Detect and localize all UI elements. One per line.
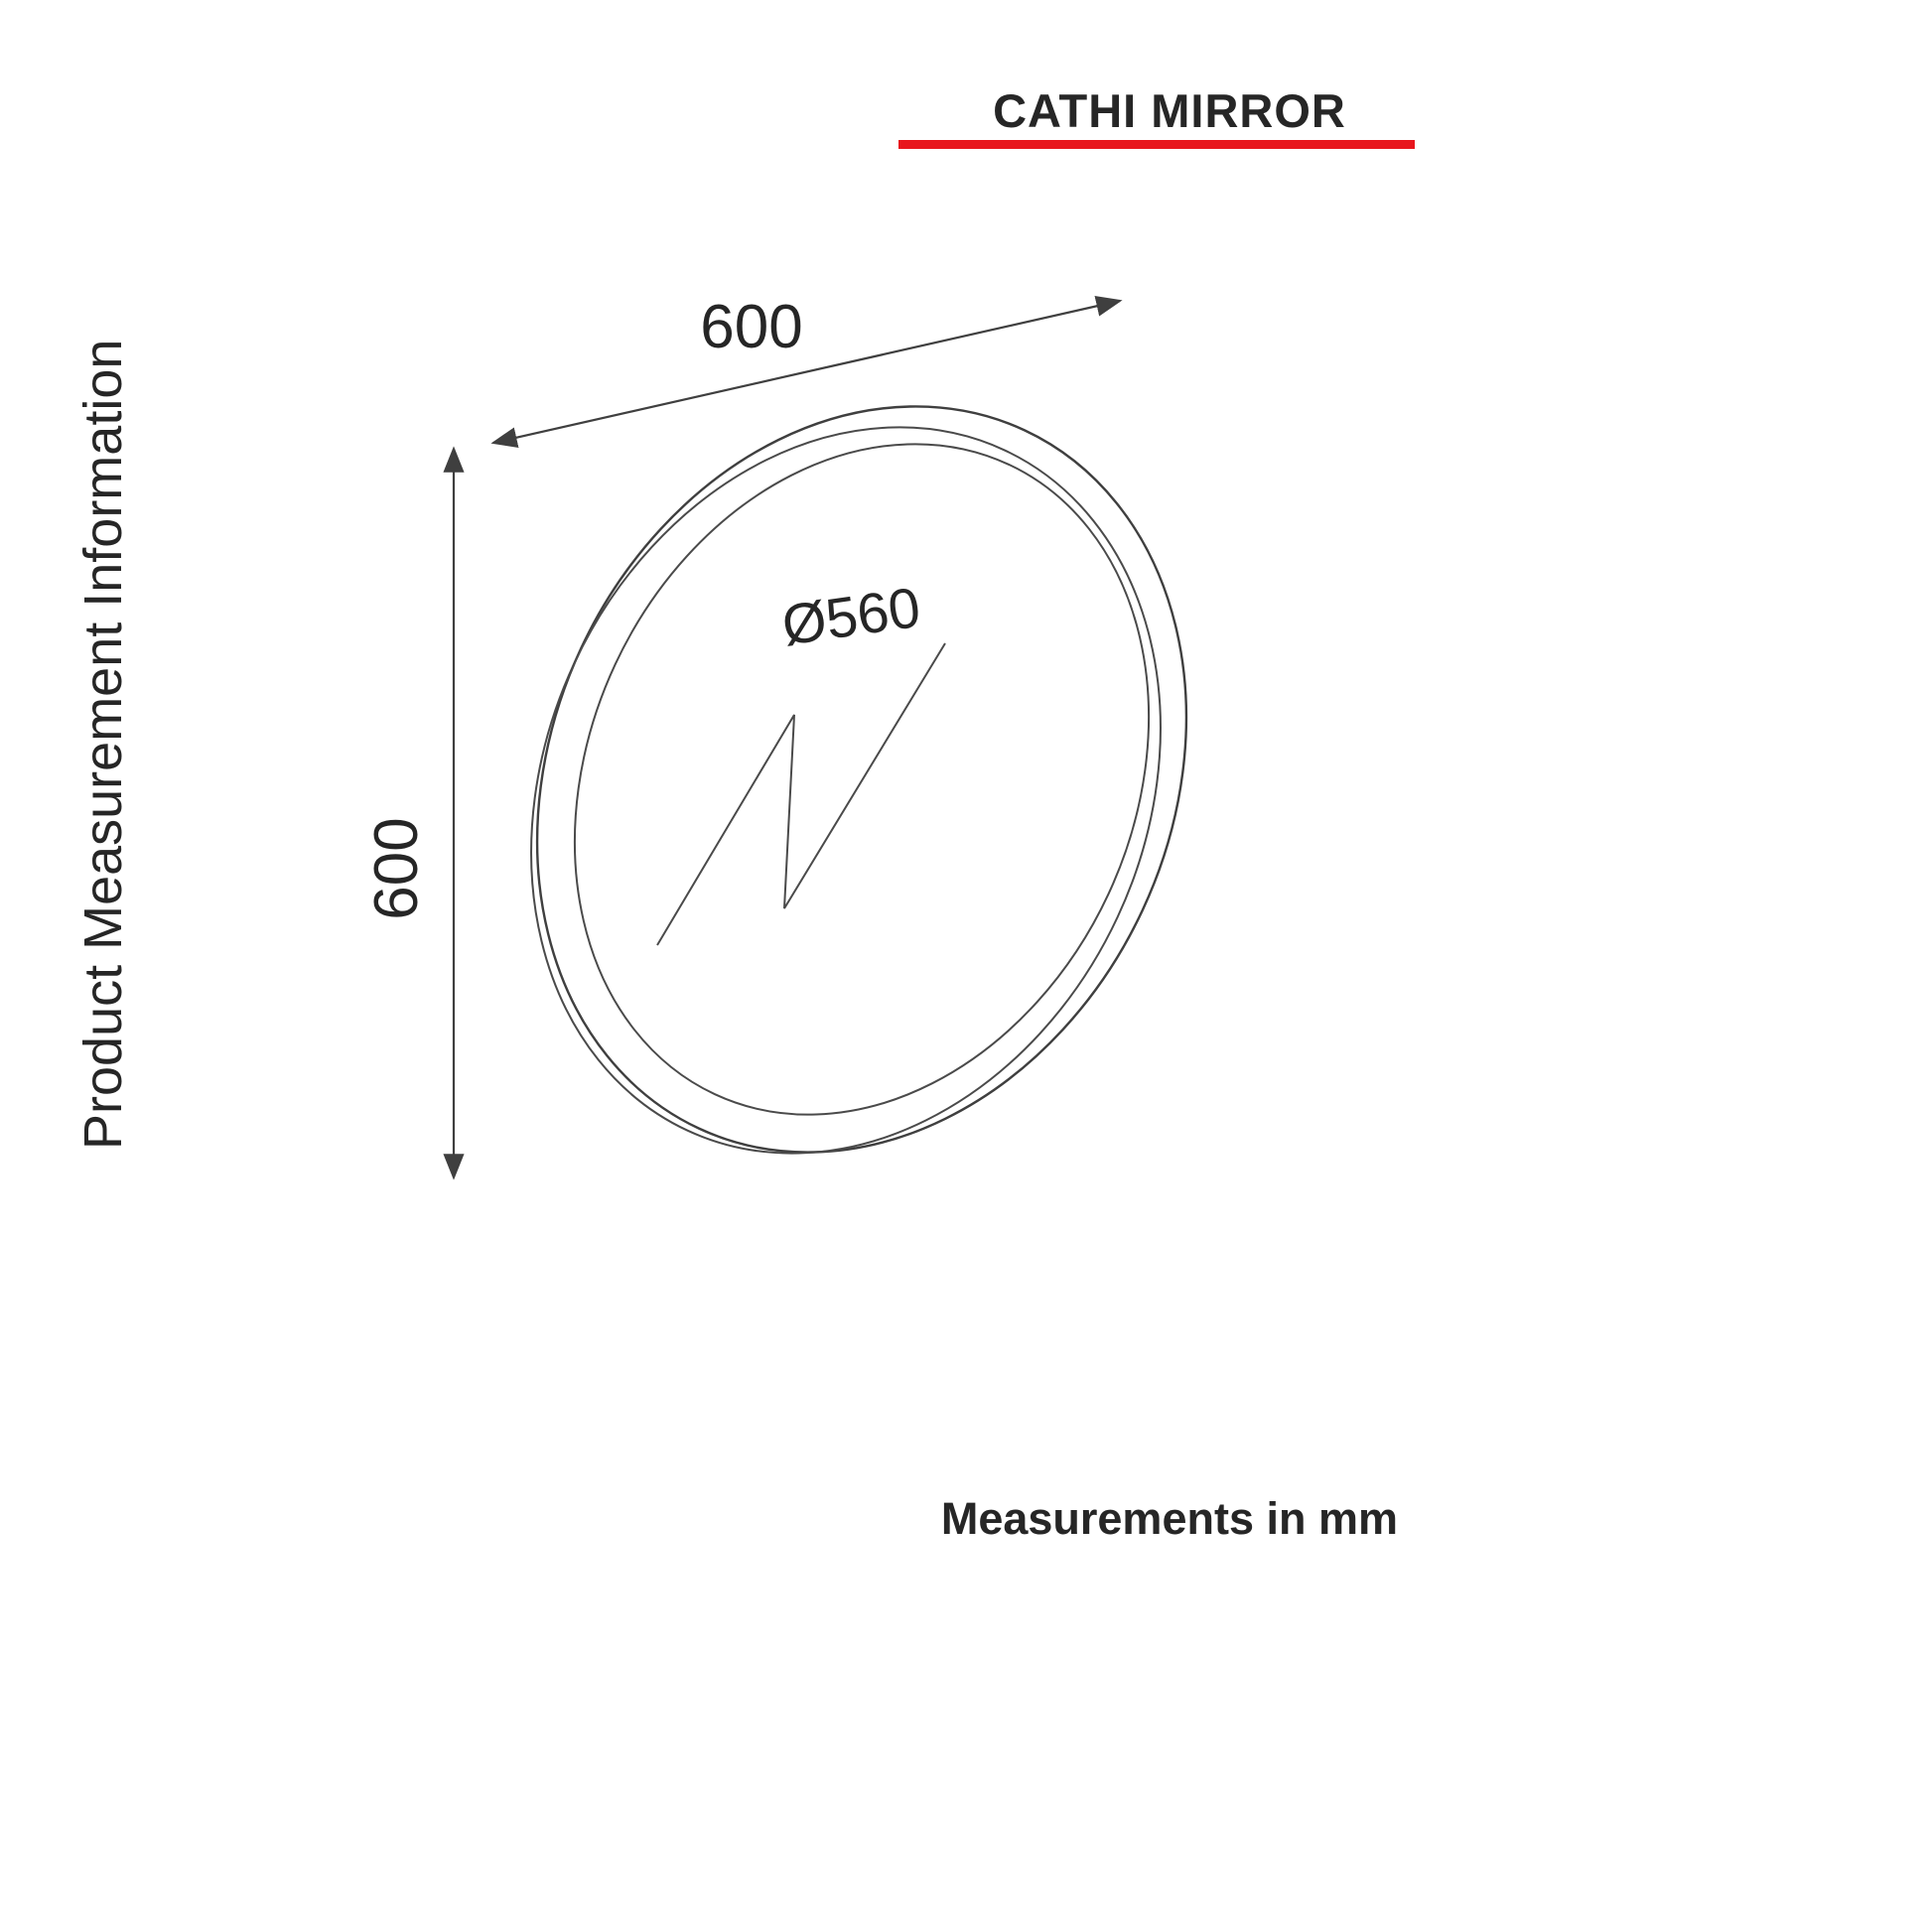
height-dimension-label: 600: [362, 817, 431, 919]
side-label: Product Measurement Information: [73, 340, 133, 1150]
height-dimension: 600: [362, 446, 465, 1180]
units-note: Measurements in mm: [941, 1493, 1398, 1544]
mirror-glass-edge: [573, 443, 1151, 1116]
mirror-reflection-glint: [656, 642, 946, 946]
diameter-label: Ø560: [778, 576, 924, 658]
width-dimension: 600: [490, 293, 1123, 449]
mirror-figure: Ø560: [530, 405, 1188, 1155]
mirror-rim-depth: [530, 426, 1162, 1155]
title-underline-rule: [898, 140, 1415, 149]
width-dimension-label: 600: [700, 293, 802, 361]
width-dimension-line: [490, 295, 1123, 449]
page-title: CATHI MIRROR: [993, 84, 1346, 137]
